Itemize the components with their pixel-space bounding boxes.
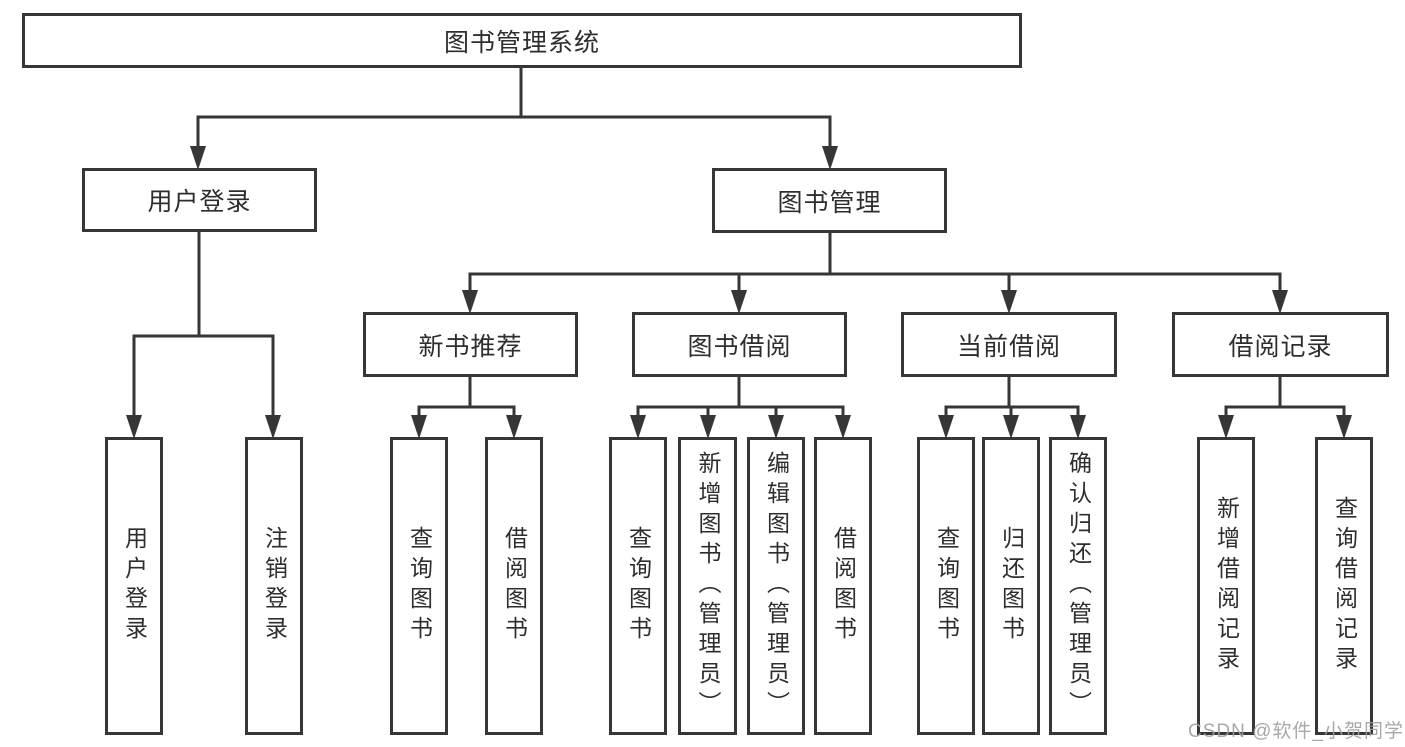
node-cb-confirm-return-admin-label: 确认归还（管理员）: [1065, 451, 1092, 721]
node-current-borrow-label: 当前借阅: [956, 332, 1061, 361]
node-bb-borrow-book-label: 借阅图书: [830, 526, 857, 646]
node-user-login-label: 用户登录: [147, 188, 252, 216]
node-book-borrow: 图书借阅: [632, 312, 847, 377]
node-nb-query-book: 查询图书: [390, 437, 448, 735]
node-borrow-records: 借阅记录: [1172, 312, 1389, 377]
node-new-book-recommend: 新书推荐: [363, 312, 578, 377]
node-login: 用户登录: [105, 437, 163, 735]
node-bb-query-book-label: 查询图书: [625, 526, 652, 646]
node-br-query-record-label: 查询借阅记录: [1331, 496, 1358, 676]
node-bb-borrow-book: 借阅图书: [814, 437, 872, 735]
node-current-borrow: 当前借阅: [901, 312, 1117, 377]
node-bb-query-book: 查询图书: [609, 437, 667, 735]
node-cb-query-book-label: 查询图书: [933, 526, 960, 646]
node-user-login: 用户登录: [82, 168, 317, 232]
node-login-label: 用户登录: [121, 526, 148, 646]
node-root-label: 图书管理系统: [443, 28, 600, 57]
node-borrow-records-label: 借阅记录: [1228, 332, 1333, 361]
node-new-book-recommend-label: 新书推荐: [418, 332, 523, 361]
node-nb-query-book-label: 查询图书: [406, 526, 433, 646]
node-br-add-record: 新增借阅记录: [1197, 437, 1255, 735]
node-bb-edit-book-admin-label: 编辑图书（管理员）: [763, 451, 790, 721]
node-book-borrow-label: 图书借阅: [687, 332, 792, 361]
node-nb-borrow-book-label: 借阅图书: [501, 526, 528, 646]
node-br-query-record: 查询借阅记录: [1315, 437, 1373, 735]
node-book-management: 图书管理: [712, 168, 947, 233]
node-logout-label: 注销登录: [261, 526, 288, 646]
node-br-add-record-label: 新增借阅记录: [1213, 496, 1240, 676]
node-nb-borrow-book: 借阅图书: [485, 437, 543, 735]
csdn-watermark: CSDN @软件_小贺同学: [1188, 721, 1404, 742]
node-bb-add-book-admin: 新增图书（管理员）: [678, 437, 737, 735]
node-cb-confirm-return-admin: 确认归还（管理员）: [1049, 437, 1107, 735]
node-book-management-label: 图书管理: [777, 188, 882, 217]
node-bb-edit-book-admin: 编辑图书（管理员）: [747, 437, 805, 735]
node-logout: 注销登录: [245, 437, 303, 735]
node-cb-return-book-label: 归还图书: [998, 526, 1025, 646]
node-bb-add-book-admin-label: 新增图书（管理员）: [695, 451, 721, 721]
node-cb-query-book: 查询图书: [917, 437, 975, 735]
node-root: 图书管理系统: [22, 13, 1022, 68]
node-cb-return-book: 归还图书: [982, 437, 1040, 735]
